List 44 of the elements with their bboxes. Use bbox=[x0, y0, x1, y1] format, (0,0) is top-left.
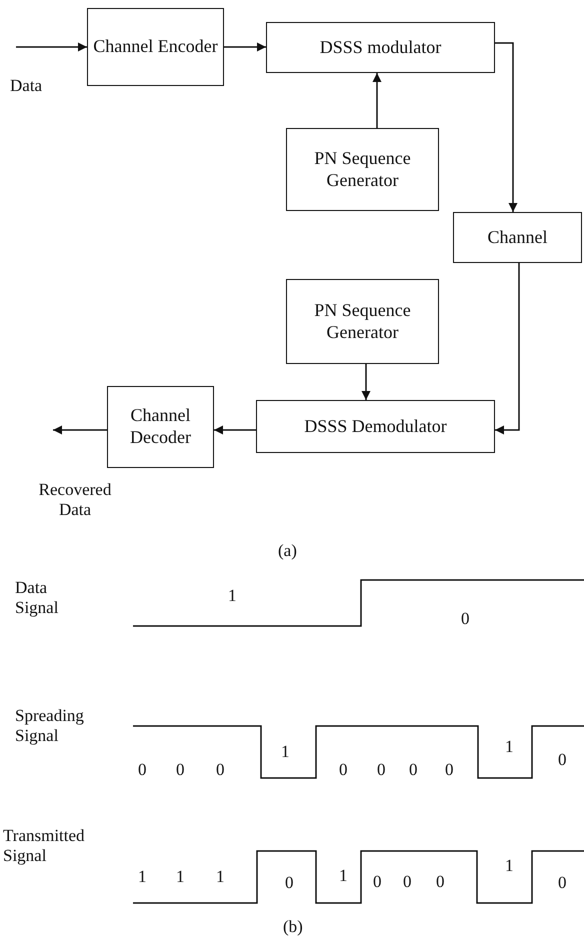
modulator-block: DSSS modulator bbox=[266, 22, 495, 73]
generator-block: PN Sequence Generator bbox=[286, 128, 439, 211]
input-label: Data bbox=[10, 76, 42, 96]
bit-value: 0 bbox=[216, 760, 224, 780]
bit-value: 0 bbox=[558, 750, 566, 770]
bit-value: 1 bbox=[176, 867, 184, 887]
bit-value: 0 bbox=[436, 872, 444, 892]
bit-value: 0 bbox=[339, 760, 348, 780]
arrow bbox=[214, 426, 256, 434]
arrow bbox=[495, 42, 518, 212]
signal-name: Data Signal bbox=[15, 578, 60, 618]
bit-value: 0 bbox=[377, 760, 386, 780]
bit-value: 1 bbox=[228, 586, 236, 606]
bit-value: 0 bbox=[558, 873, 566, 893]
bit-value: 0 bbox=[285, 873, 294, 893]
bit-value: 1 bbox=[505, 737, 514, 757]
arrow bbox=[224, 42, 266, 52]
signal-name: Spreading Signal bbox=[15, 706, 85, 746]
signal-name: Transmitted Signal bbox=[3, 826, 86, 866]
bit-value: 1 bbox=[339, 866, 348, 886]
panel-caption: (b) bbox=[283, 917, 303, 937]
bit-value: 1 bbox=[505, 856, 514, 876]
bit-value: 0 bbox=[445, 760, 454, 780]
demodulator-block: DSSS Demodulator bbox=[256, 400, 495, 453]
bit-value: 0 bbox=[373, 872, 382, 892]
bit-value: 1 bbox=[138, 867, 146, 887]
decoder-block: Channel Decoder bbox=[107, 386, 214, 468]
bit-value: 0 bbox=[138, 760, 146, 780]
arrow bbox=[362, 364, 370, 400]
bit-value: 0 bbox=[461, 609, 470, 629]
panel-caption: (a) bbox=[278, 541, 297, 561]
bit-value: 0 bbox=[409, 760, 418, 780]
bit-value: 1 bbox=[281, 742, 290, 762]
output-label: Recovered Data bbox=[38, 480, 112, 520]
generator-block: PN Sequence Generator bbox=[286, 279, 439, 364]
bit-value: 1 bbox=[216, 867, 224, 887]
arrow bbox=[495, 263, 520, 434]
arrow bbox=[16, 42, 87, 52]
bit-value: 0 bbox=[403, 872, 412, 892]
channel-block: Channel bbox=[453, 212, 582, 263]
encoder-block: Channel Encoder bbox=[87, 8, 224, 86]
bit-value: 0 bbox=[176, 760, 184, 780]
arrow bbox=[372, 73, 382, 128]
arrow bbox=[53, 426, 107, 434]
